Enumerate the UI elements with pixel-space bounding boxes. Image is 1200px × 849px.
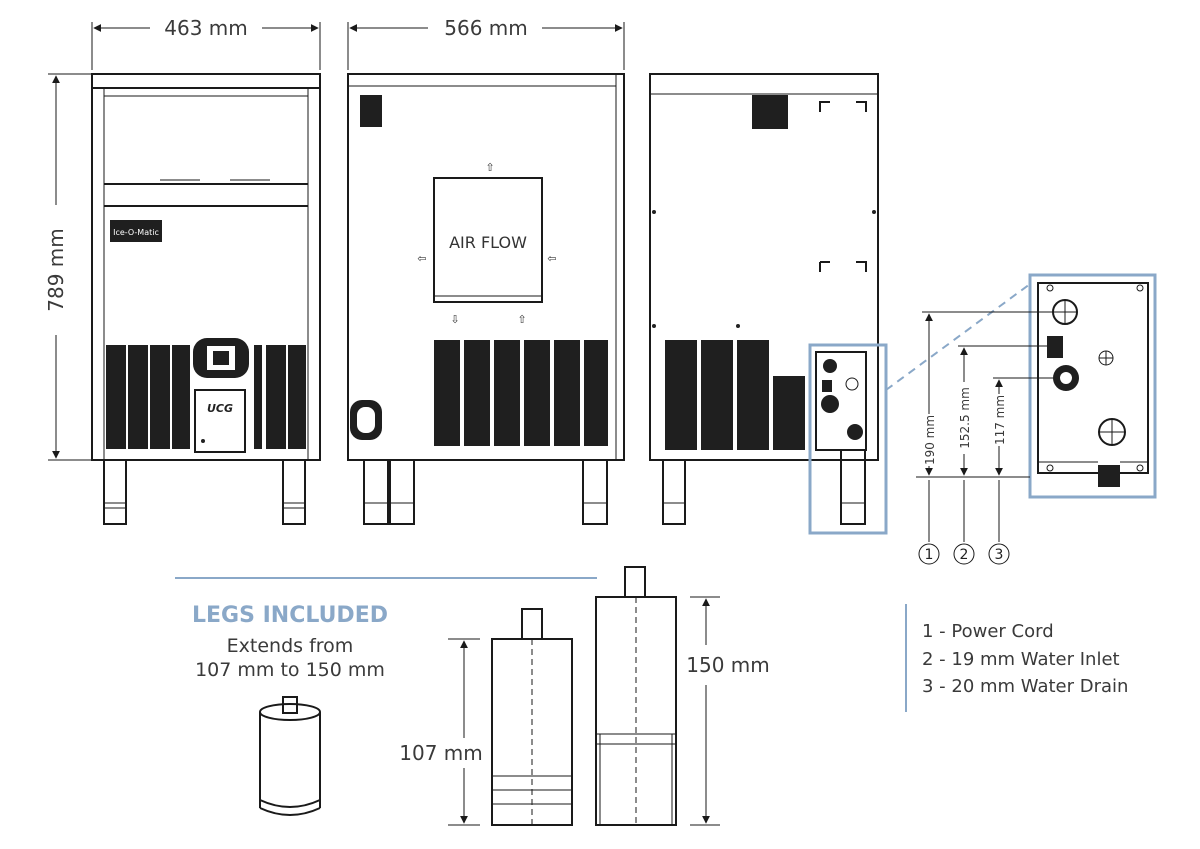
front-feet <box>103 459 306 525</box>
airflow-left-arrow-icon: ⇦ <box>417 252 426 265</box>
airflow-label: AIR FLOW <box>449 233 527 252</box>
back-view <box>649 73 888 535</box>
side-feet <box>363 459 608 525</box>
detail-leader-line <box>885 283 1031 391</box>
tall-leg-height-label: 150 mm <box>686 653 770 677</box>
marker-2 <box>953 543 975 565</box>
width-dimension: 463 mm <box>91 16 321 70</box>
connection-detail <box>1028 273 1157 499</box>
leg-illustration <box>259 696 321 816</box>
legs-subtitle-1: Extends from <box>227 635 354 657</box>
panel-label: UCG <box>207 402 233 415</box>
brand-logo-badge <box>110 220 162 242</box>
dimension-1-label: 190 mm <box>923 415 937 465</box>
connection-legend: 1 - Power Cord 2 - 19 mm Water Inlet 3 -… <box>905 604 1128 712</box>
legend-item-water-inlet: 2 - 19 mm Water Inlet <box>922 649 1120 670</box>
height-label: 789 mm <box>44 228 68 312</box>
side-grille <box>434 340 608 446</box>
marker-1-label: 1 <box>925 547 934 563</box>
connection-dimensions: 190 mm 152.5 mm 117 mm 1 2 3 <box>916 311 1053 565</box>
front-left-grille <box>106 345 190 449</box>
airflow-down-arrow-icon: ⇩ <box>450 313 459 326</box>
legend-item-power-cord: 1 - Power Cord <box>922 621 1054 642</box>
airflow-right-arrow-icon: ⇦ <box>547 252 556 265</box>
marker-3-label: 3 <box>995 547 1004 563</box>
front-right-grille <box>266 345 306 449</box>
depth-dimension: 566 mm <box>347 16 625 70</box>
depth-label: 566 mm <box>444 16 528 40</box>
front-view: Ice-O-Matic UCG <box>91 73 321 525</box>
airflow-panel <box>433 177 543 303</box>
control-panel: UCG <box>193 338 249 453</box>
marker-3 <box>988 543 1010 565</box>
dimension-3-label: 117 mm <box>993 395 1007 445</box>
airflow-up-arrow-icon: ⇧ <box>517 313 526 326</box>
detail-highlight-box <box>808 343 888 535</box>
legs-title: LEGS INCLUDED <box>192 603 388 628</box>
short-leg: 107 mm <box>399 608 573 826</box>
tall-leg: 150 mm <box>595 566 770 826</box>
back-feet <box>662 449 866 525</box>
airflow-up-arrow-icon: ⇧ <box>485 161 494 174</box>
marker-1 <box>918 543 940 565</box>
marker-2-label: 2 <box>960 547 969 563</box>
width-label: 463 mm <box>164 16 248 40</box>
side-view: AIR FLOW ⇧ ⇦ ⇦ ⇩ ⇧ <box>347 73 625 525</box>
back-grille <box>665 340 805 450</box>
height-dimension: 789 mm <box>44 73 95 461</box>
short-leg-height-label: 107 mm <box>399 741 483 765</box>
brand-logo-text: Ice-O-Matic <box>113 228 159 237</box>
legend-item-water-drain: 3 - 20 mm Water Drain <box>922 676 1128 697</box>
dimension-2-label: 152.5 mm <box>958 387 972 449</box>
legs-subtitle-2: 107 mm to 150 mm <box>195 659 385 681</box>
